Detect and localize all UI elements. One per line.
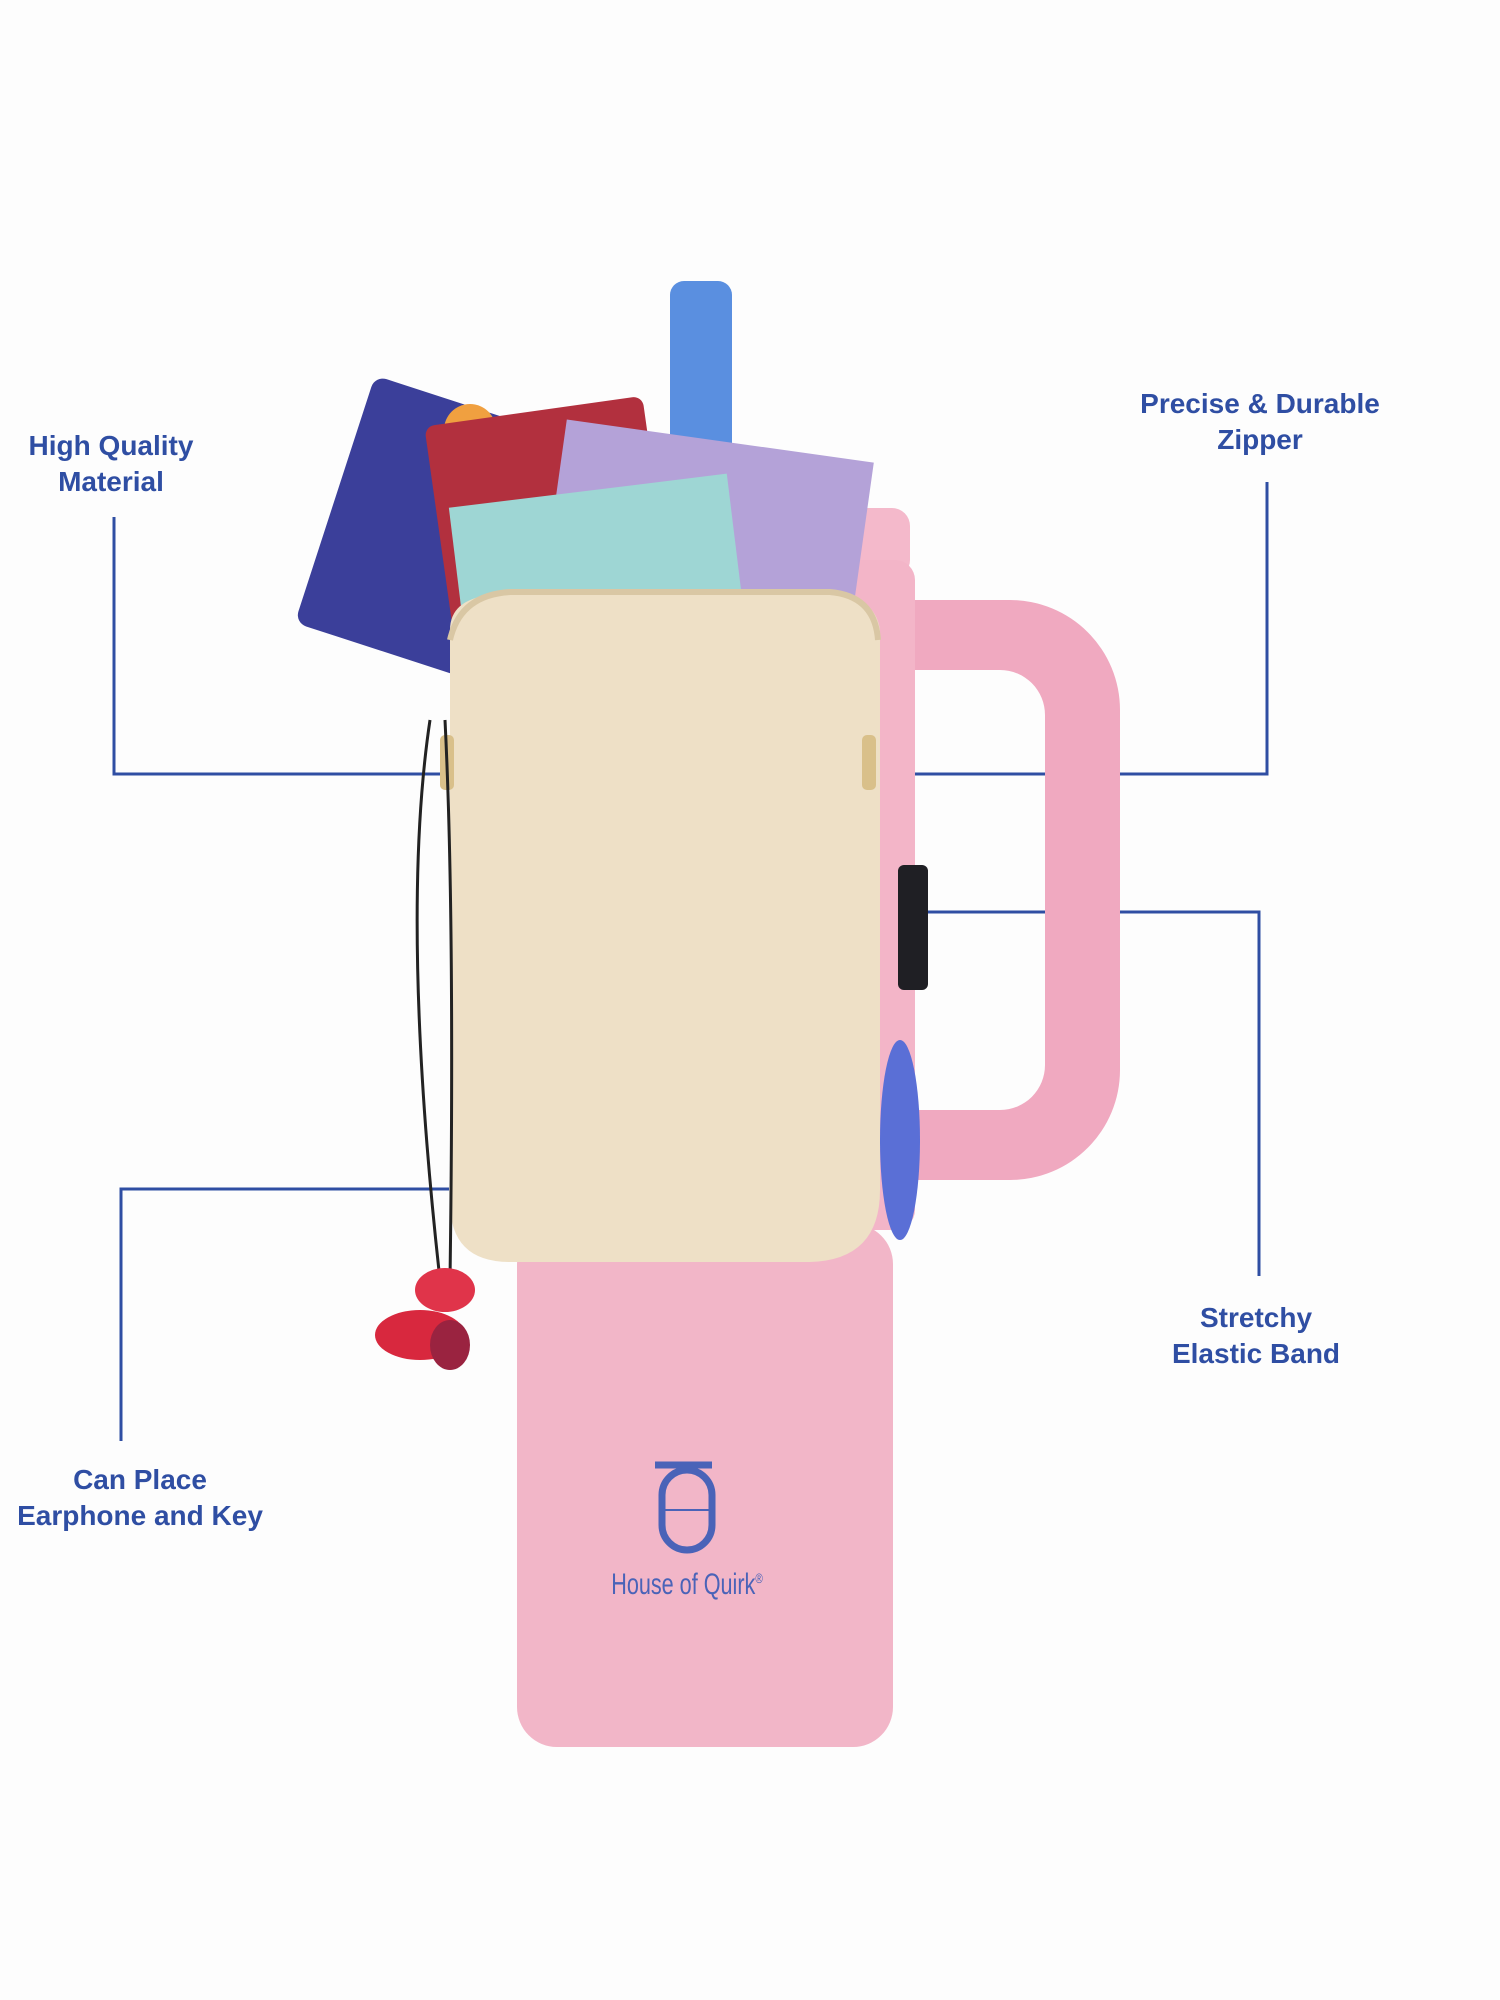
callout-earphone: Can Place Earphone and Key xyxy=(17,1462,263,1534)
earphones xyxy=(375,719,475,1370)
tumbler-handle xyxy=(900,600,1120,1180)
callout-zipper: Precise & Durable Zipper xyxy=(1140,386,1380,458)
callout-line-elastic xyxy=(927,910,1261,1276)
tumbler-lower-body xyxy=(517,1224,893,1747)
callout-line-material xyxy=(112,517,504,776)
pouch xyxy=(450,595,880,1262)
callout-elastic-line2: Elastic Band xyxy=(1171,1338,1341,1369)
blue-clip xyxy=(880,1040,920,1240)
callout-material-line2: Material xyxy=(58,466,164,497)
callout-line-zipper xyxy=(852,482,1269,776)
brand-name: House of Quirk xyxy=(611,1568,756,1601)
callout-elastic-line1: Stretchy xyxy=(1199,1302,1313,1333)
callout-line-earphone xyxy=(119,1187,449,1441)
elastic-band xyxy=(898,865,928,990)
callout-earphone-line1: Can Place xyxy=(73,1464,207,1495)
callout-zipper-line2: Zipper xyxy=(1217,424,1303,455)
callout-earphone-line2: Earphone and Key xyxy=(17,1500,263,1531)
callout-elastic: Stretchy Elastic Band xyxy=(1172,1300,1340,1372)
registered-mark: ® xyxy=(755,1570,763,1586)
brand-logo-icon xyxy=(655,1461,716,1554)
callout-zipper-line1: Precise & Durable xyxy=(1140,388,1380,419)
callout-material-line1: High Quality xyxy=(28,430,194,461)
brand-wordmark: House of Quirk® xyxy=(611,1568,763,1602)
callout-material: High Quality Material xyxy=(29,428,194,500)
